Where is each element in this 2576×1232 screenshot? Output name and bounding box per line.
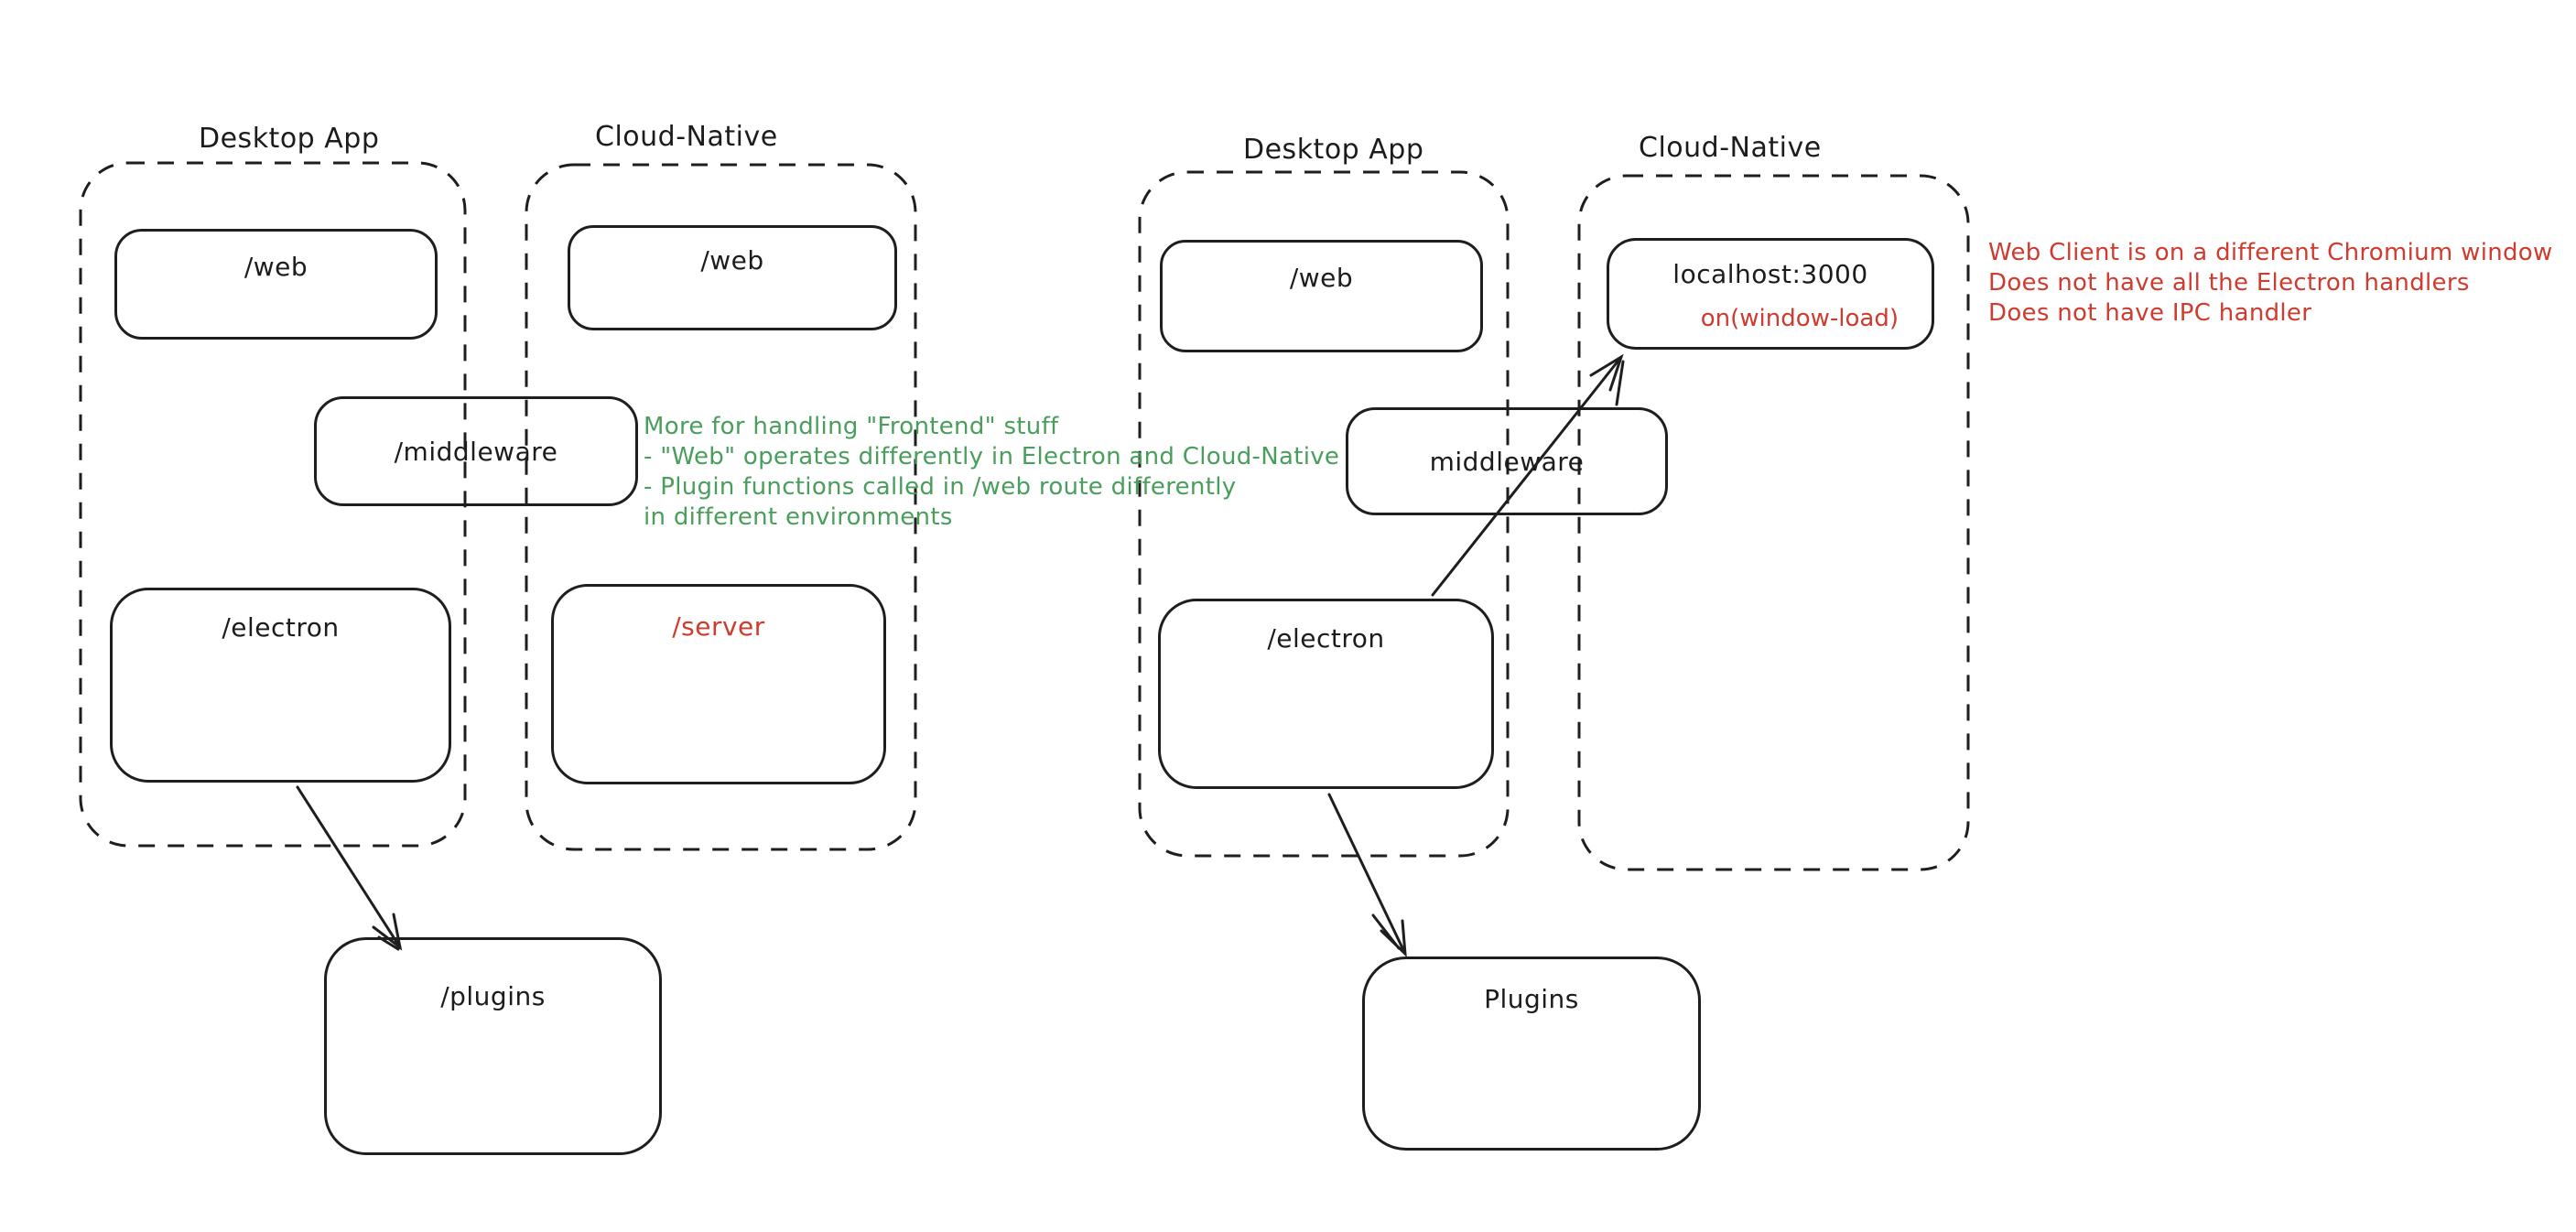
right-middleware-box: middleware	[1346, 407, 1668, 515]
left-server-label: /server	[672, 611, 765, 642]
red-note-line-2: Does not have all the Electron handlers	[1988, 269, 2470, 297]
green-note: More for handling "Frontend" stuff - "We…	[644, 412, 1339, 533]
left-cloud-title: Cloud-Native	[595, 121, 778, 153]
right-web-label: /web	[1289, 263, 1354, 293]
right-middleware-label: middleware	[1429, 446, 1585, 477]
left-server-box: /server	[551, 584, 886, 784]
left-web-cloud-label: /web	[700, 245, 764, 276]
left-middleware-label: /middleware	[394, 436, 558, 467]
right-localhost-event-label: on(window-load)	[1700, 305, 1899, 332]
left-web-desktop-box: /web	[114, 229, 438, 340]
right-desktop-title: Desktop App	[1243, 134, 1424, 166]
green-note-line-1: More for handling "Frontend" stuff	[644, 413, 1059, 440]
green-note-line-3: - Plugin functions called in /web route …	[644, 473, 1237, 501]
left-electron-box: /electron	[110, 588, 451, 783]
left-desktop-title: Desktop App	[199, 123, 380, 155]
left-cloud-container	[525, 163, 917, 851]
right-localhost-box: localhost:3000 on(window-load)	[1607, 238, 1934, 350]
left-electron-label: /electron	[222, 612, 340, 643]
right-cloud-title: Cloud-Native	[1639, 132, 1822, 164]
green-note-line-4: in different environments	[644, 503, 953, 531]
red-note-line-1: Web Client is on a different Chromium wi…	[1988, 239, 2553, 266]
left-middleware-box: /middleware	[314, 396, 638, 506]
right-electron-box: /electron	[1158, 599, 1494, 789]
left-web-cloud-box: /web	[568, 225, 897, 330]
right-localhost-label: localhost:3000	[1672, 259, 1868, 289]
left-plugins-label: /plugins	[440, 981, 546, 1011]
right-plugins-label: Plugins	[1484, 984, 1579, 1014]
left-web-desktop-label: /web	[244, 252, 308, 282]
right-plugins-box: Plugins	[1362, 956, 1701, 1151]
right-desktop-container	[1138, 170, 1510, 858]
red-note: Web Client is on a different Chromium wi…	[1988, 238, 2553, 329]
red-note-line-3: Does not have IPC handler	[1988, 299, 2312, 327]
right-electron-label: /electron	[1267, 623, 1385, 654]
right-web-box: /web	[1160, 240, 1483, 352]
left-plugins-box: /plugins	[324, 937, 662, 1155]
green-note-line-2: - "Web" operates differently in Electron…	[644, 443, 1340, 470]
